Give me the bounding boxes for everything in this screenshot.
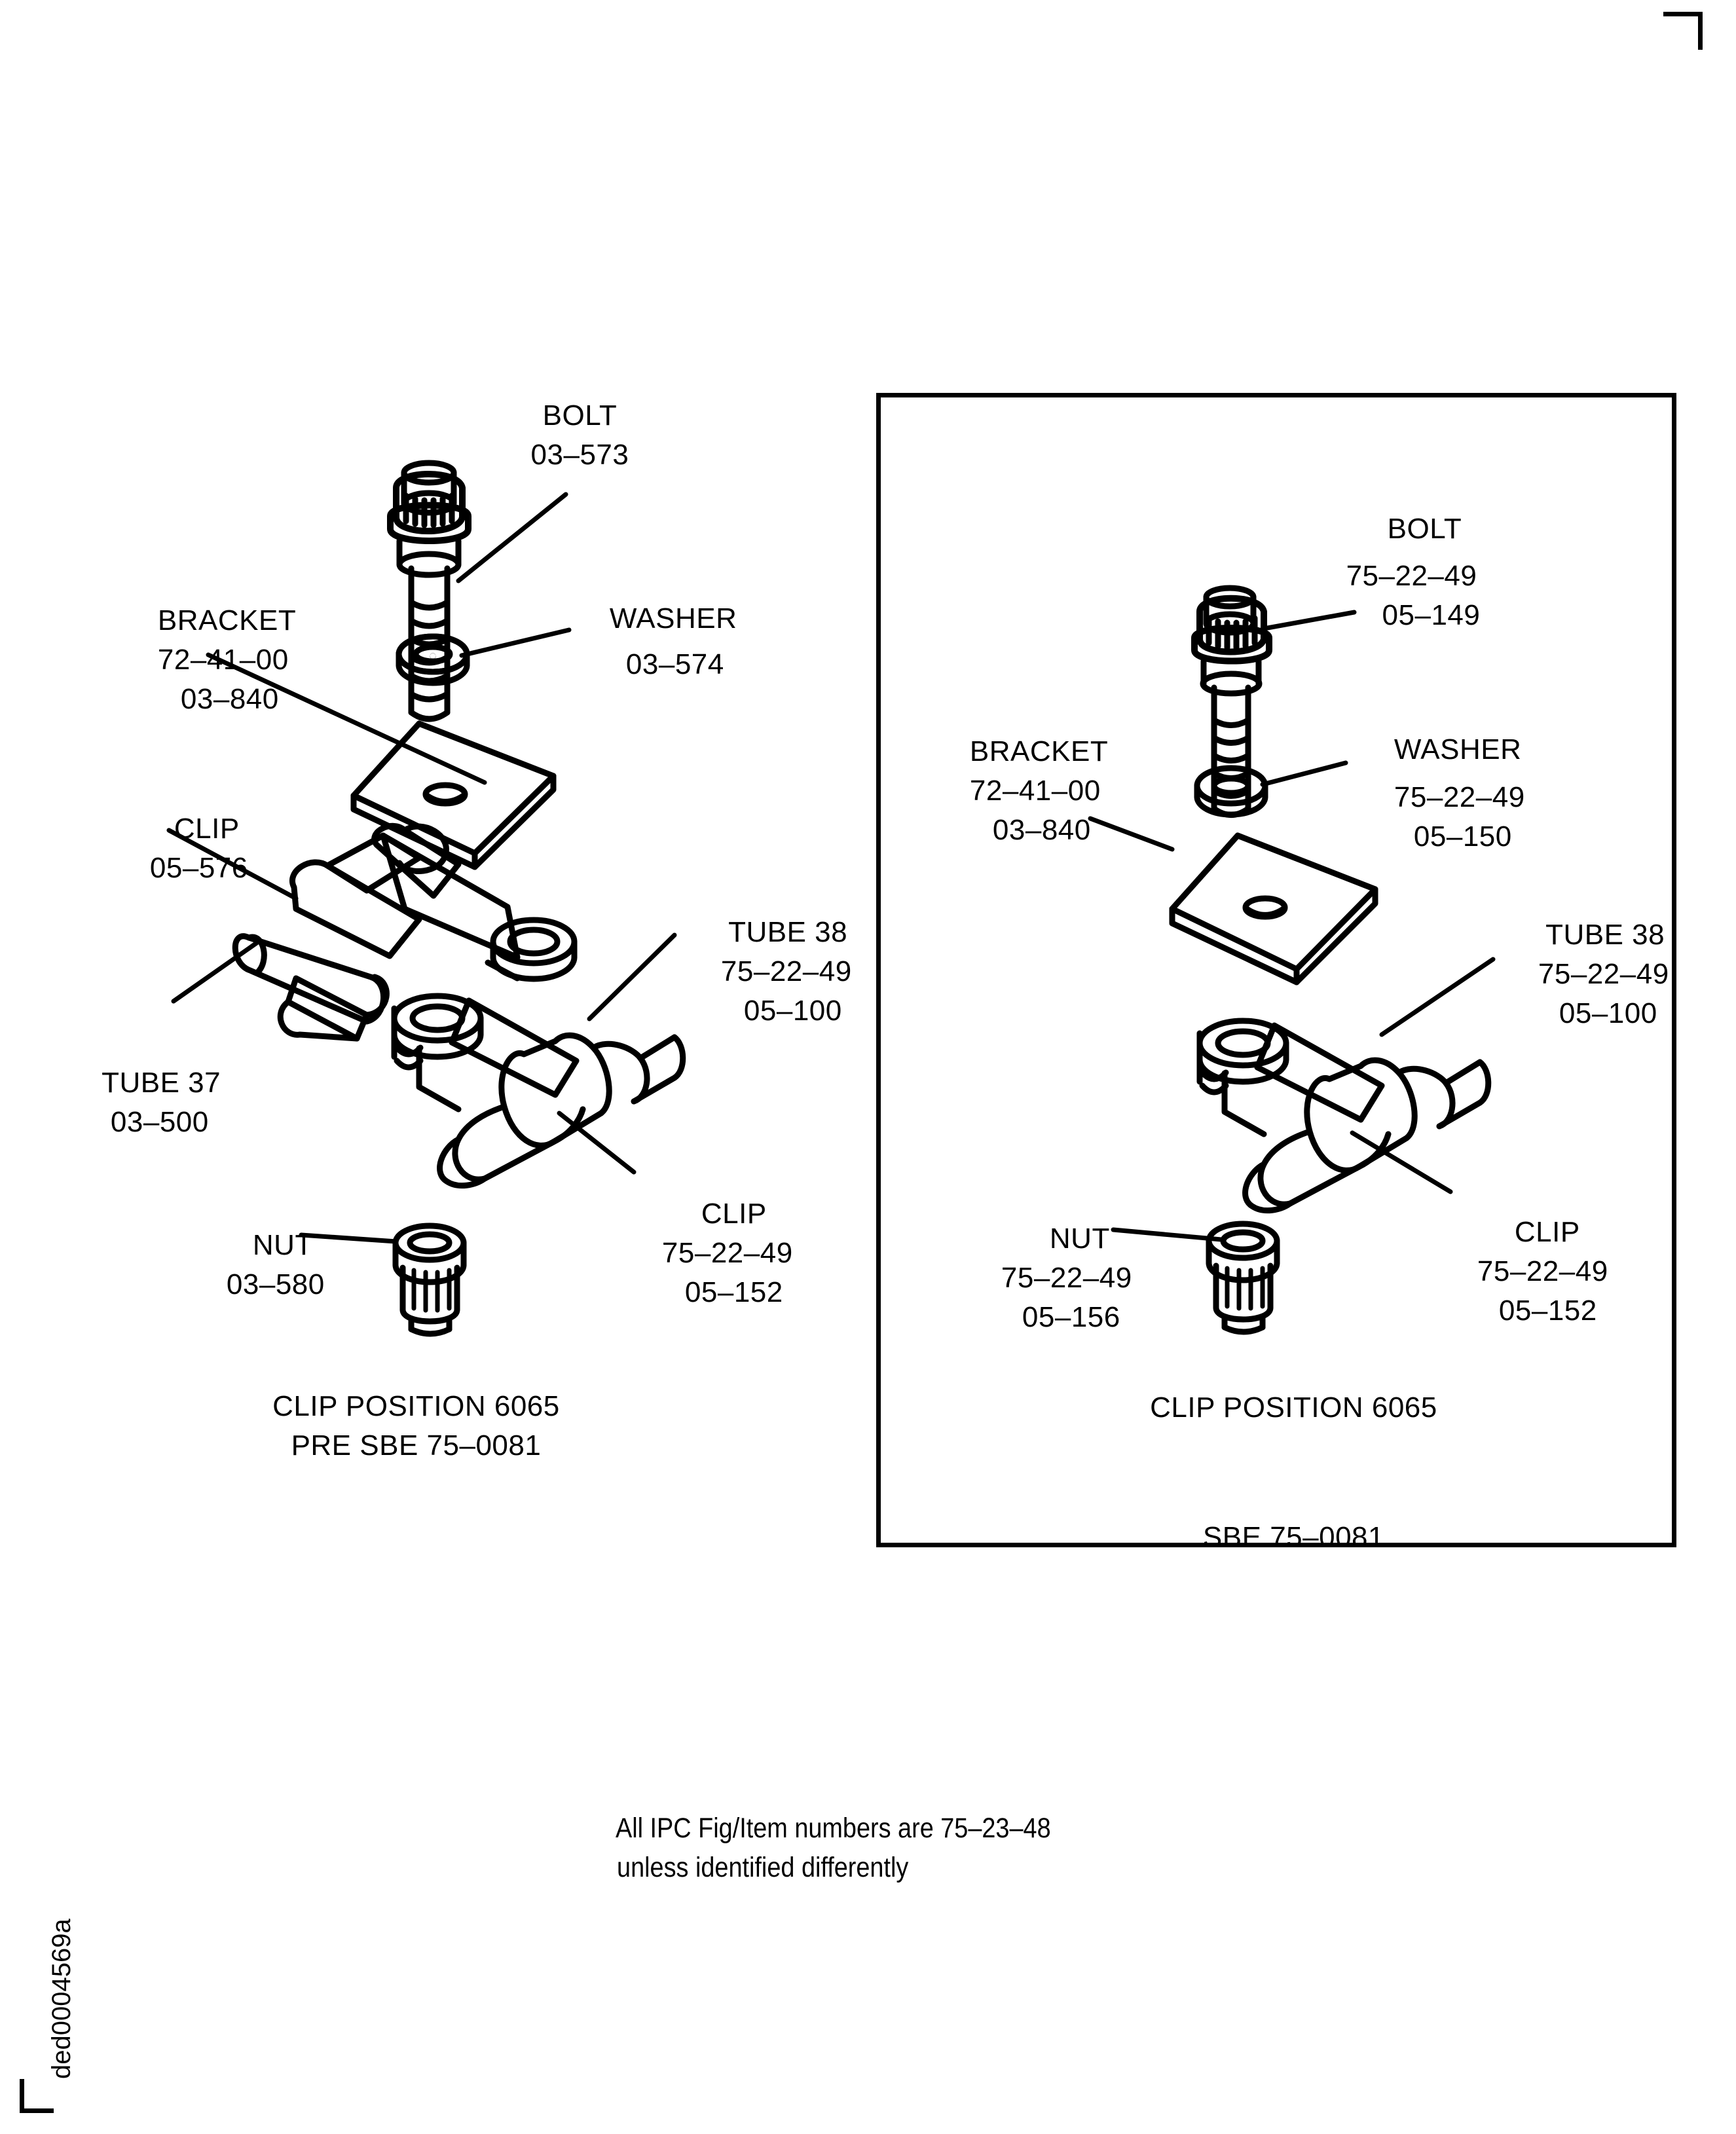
label-washer-right: WASHER [1361,691,1521,809]
label-bracket-right-num2: 03–840 [992,814,1091,846]
label-nut-right: NUT [1016,1180,1110,1298]
label-washer-left-name: WASHER [609,602,737,635]
label-washer-left: WASHER [576,560,737,678]
label-tube37-left-name: TUBE 37 [102,1067,221,1099]
left-panel-artwork [166,460,686,1337]
bolt-part [387,460,471,722]
left-panel-caption-line2: PRE SBE 75–0081 [291,1429,542,1462]
label-nut-left-num1: 03–580 [226,1268,325,1300]
leader-clip-lower [557,1111,637,1175]
tube38-clip-assembly-right [1196,1018,1492,1214]
leader-washer [459,627,572,658]
label-bolt-right-num1: 75–22–49 [1346,560,1477,592]
label-tube38-right: TUBE 38 [1513,876,1665,994]
label-clip-right-num2: 05–152 [1498,1295,1597,1327]
leader-nut-r [1111,1227,1224,1242]
washer-part-right [1194,765,1268,818]
nut-part-right [1206,1221,1280,1335]
label-bracket-right: BRACKET [936,693,1108,811]
label-nut-left: NUT [219,1187,313,1304]
label-bolt-right-name: BOLT [1387,513,1462,545]
label-bracket-right-name: BRACKET [969,735,1109,767]
label-tube37-left: TUBE 37 [69,1024,221,1142]
label-clip-lower-left-num2: 05–152 [684,1276,783,1308]
label-bolt-left-num1: 03–573 [530,439,629,471]
label-clip-upper-left-name: CLIP [174,813,240,845]
tube38-clip-assembly [391,993,686,1189]
label-bracket-left: BRACKET [124,562,296,680]
leader-washer-r [1260,760,1348,787]
bolt-part-right [1191,585,1272,818]
label-clip-right-name: CLIP [1514,1216,1580,1248]
right-panel-caption-line2: SBE 75–0081 [1202,1521,1384,1553]
label-tube38-left-num2: 05–100 [743,995,842,1027]
label-clip-right-num1: 75–22–49 [1477,1255,1608,1287]
nut-part [392,1223,467,1337]
right-panel-artwork [1088,585,1496,1335]
label-washer-left-num1: 03–574 [625,648,724,680]
label-clip-upper-left: CLIP [141,770,240,888]
label-bracket-right-num1: 72–41–00 [969,775,1101,807]
sbe-variant-panel-box [876,393,1676,1547]
leader-clip-upper [166,828,299,901]
label-tube37-left-num1: 03–500 [110,1106,209,1138]
drawing-id-label: ded0004569a [47,1919,76,2079]
corner-mark-bottom-left [20,2079,54,2113]
label-clip-lower-left-num1: 75–22–49 [661,1237,793,1269]
label-bolt-right: BOLT [1297,470,1519,588]
label-clip-upper-left-num1: 05–576 [149,852,248,884]
ipc-note-line1: All IPC Fig/Item numbers are 75–23–48 [615,1812,1051,1844]
label-bracket-left-name: BRACKET [157,604,297,636]
bracket-part-right [1169,832,1378,985]
label-tube38-right-num2: 05–100 [1559,997,1657,1029]
washer-part [396,633,470,686]
leader-tube38-r [1379,957,1496,1037]
left-panel-caption-line1: CLIP POSITION 6065 [272,1390,560,1422]
label-nut-right-num2: 05–156 [1022,1301,1120,1333]
clip-05576-tube37-assembly [232,822,578,1042]
label-washer-right-num2: 05–150 [1413,820,1512,853]
leader-clip-r [1350,1130,1453,1194]
corner-mark-top-right [1663,12,1703,50]
label-bolt-right-num2: 05–149 [1382,599,1481,631]
label-tube38-right-num1: 75–22–49 [1538,958,1669,990]
ipc-note-line2: unless identified differently [617,1852,909,1883]
label-bolt-left-name: BOLT [542,399,618,432]
leader-nut [299,1232,399,1244]
label-tube38-left-num1: 75–22–49 [720,955,852,987]
leader-bolt-r [1261,610,1357,631]
label-bolt-left: BOLT [478,357,648,475]
label-tube38-right-name: TUBE 38 [1545,919,1665,951]
label-nut-right-num1: 75–22–49 [1001,1262,1132,1294]
leader-tube38 [587,932,677,1021]
label-tube38-left-name: TUBE 38 [728,916,848,948]
label-clip-lower-left-name: CLIP [701,1198,767,1230]
label-nut-left-name: NUT [252,1229,313,1261]
label-clip-right: CLIP [1481,1173,1580,1291]
label-washer-right-name: WASHER [1394,733,1522,765]
label-tube38-left: TUBE 38 [695,874,847,991]
right-panel-caption-line1: CLIP POSITION 6065 [1150,1391,1437,1424]
label-nut-right-name: NUT [1049,1223,1110,1255]
label-washer-right-num1: 75–22–49 [1394,781,1525,813]
leader-tube37 [171,940,259,1004]
leader-bracket [206,652,487,785]
label-clip-lower-left: CLIP [668,1155,767,1273]
leader-bracket-r [1088,816,1175,852]
label-bracket-left-num1: 72–41–00 [157,644,289,676]
label-bracket-left-num2: 03–840 [180,683,279,715]
leader-bolt [456,492,568,583]
